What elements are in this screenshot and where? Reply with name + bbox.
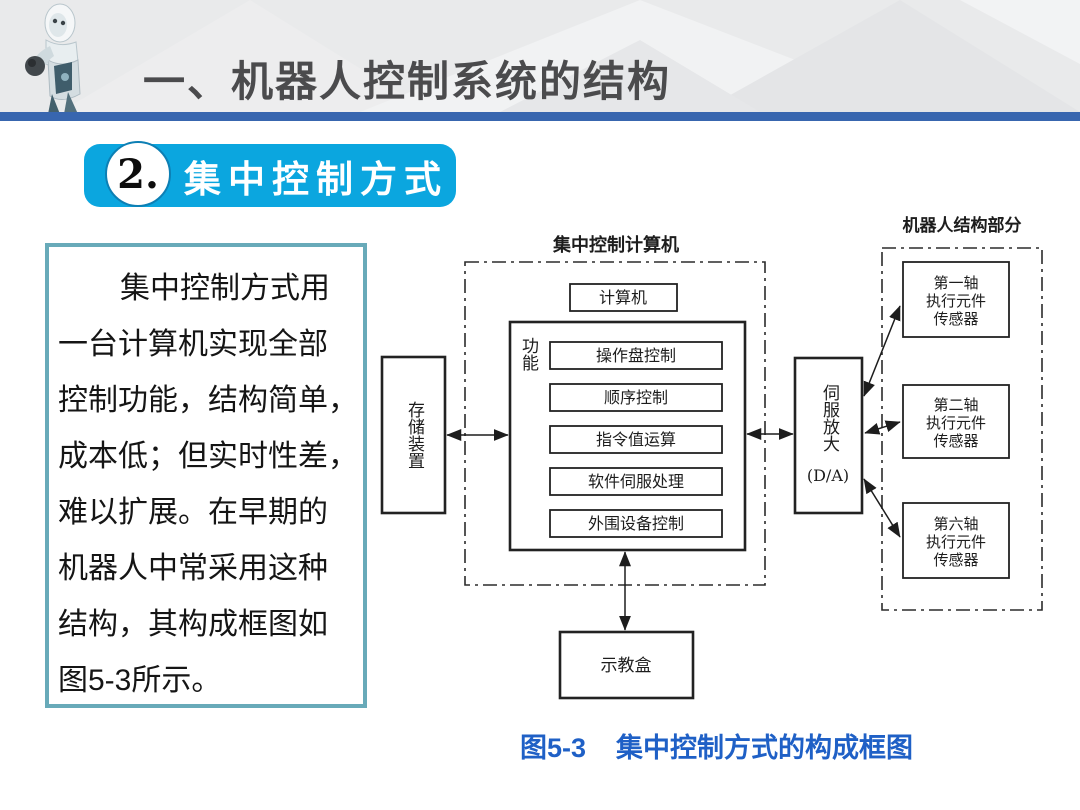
robot-section-frame: [881, 247, 1043, 611]
axis-box-1: [902, 261, 1010, 338]
description-text: 集中控制方式用 一台计算机实现全部 控制功能，结构简单， 成本低；但实时性差， …: [58, 261, 358, 709]
description-panel: 集中控制方式用 一台计算机实现全部 控制功能，结构简单， 成本低；但实时性差， …: [45, 243, 367, 708]
teach-pendant-box: [558, 630, 695, 700]
computer-box: [569, 283, 678, 312]
description-line: 集中控制方式用: [120, 272, 330, 305]
arrow-servo-axis1: [863, 305, 901, 397]
arrow-servo-axis3: [863, 478, 901, 538]
arrow-servo-axis2: [864, 420, 901, 435]
badge-label: 集中控制方式: [184, 158, 448, 200]
storage-box-label: 存储装置: [404, 401, 425, 469]
axis-box-3-line2: 执行元件: [926, 533, 986, 551]
axis-box-1-line2: 执行元件: [926, 292, 986, 310]
function-item-box-1: [549, 341, 723, 370]
teach-pendant-label: 示教盒: [601, 656, 652, 676]
function-item-label-4: 软件伺服处理: [588, 472, 684, 491]
axis-box-3: [902, 502, 1010, 579]
badge-number: 2.: [117, 150, 159, 198]
section-badge: 2. 集中控制方式: [84, 141, 456, 207]
axis-box-1-line3: 传感器: [933, 310, 978, 328]
header-triangle-pattern: [60, 0, 1080, 112]
servo-amplifier-box: [793, 356, 864, 515]
computer-box-label: 计算机: [599, 288, 647, 307]
function-item-label-1: 操作盘控制: [596, 346, 676, 365]
function-item-label-3: 指令值运算: [596, 430, 676, 449]
figure-caption: 图5-3 集中控制方式的构成框图: [520, 726, 913, 765]
servo-amplifier-sublabel: (D/A): [807, 466, 849, 485]
badge-number-circle: 2.: [105, 141, 171, 207]
function-item-box-4: [549, 467, 723, 496]
axis-box-3-line3: 传感器: [933, 551, 978, 569]
description-line: 图5-3所示。: [58, 664, 222, 697]
description-line: 成本低；但实时性差，: [58, 440, 358, 473]
description-line: 结构，其构成框图如: [58, 608, 328, 641]
description-line: 机器人中常采用这种: [58, 552, 328, 585]
computer-group-label: 集中控制计算机: [552, 234, 679, 256]
description-line: 一台计算机实现全部: [58, 328, 328, 361]
caption-title: 集中控制方式的构成框图: [616, 733, 914, 763]
function-item-box-3: [549, 425, 723, 454]
function-item-box-2: [549, 383, 723, 412]
computer-group-frame: [464, 261, 766, 586]
axis-box-2-line2: 执行元件: [926, 414, 986, 432]
function-item-label-5: 外围设备控制: [588, 514, 684, 533]
axis-box-2: [902, 384, 1010, 459]
header-banner: 一、机器人控制系统的结构: [0, 0, 1080, 112]
function-label: 功能: [518, 337, 539, 372]
header-accent-bar: [0, 112, 1080, 121]
description-line: 控制功能，结构简单，: [58, 384, 358, 417]
servo-amplifier-label: 伺服放大: [819, 384, 840, 452]
page-title: 一、机器人控制系统的结构: [143, 58, 672, 105]
axis-box-2-line3: 传感器: [933, 432, 978, 450]
caption-number: 图5-3: [520, 733, 587, 763]
function-item-box-5: [549, 509, 723, 538]
robot-mascot-image: [25, 3, 81, 112]
axis-box-2-line1: 第二轴: [933, 396, 978, 414]
function-item-label-2: 顺序控制: [604, 388, 668, 407]
description-line: 难以扩展。在早期的: [58, 496, 328, 529]
axis-box-3-line1: 第六轴: [933, 515, 978, 533]
robot-section-label: 机器人结构部分: [903, 215, 1022, 236]
storage-box: [380, 355, 447, 515]
axis-box-1-line1: 第一轴: [933, 274, 978, 292]
